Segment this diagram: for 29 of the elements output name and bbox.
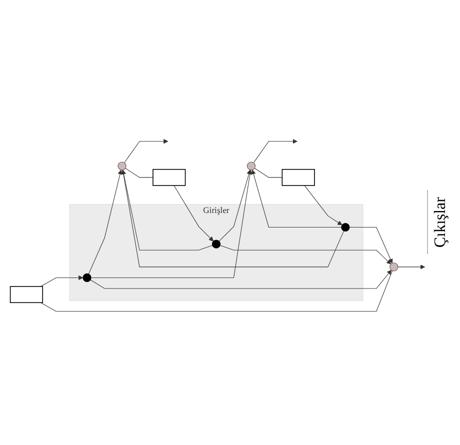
arrow <box>90 170 252 278</box>
arrow <box>88 170 122 274</box>
arrow <box>174 185 214 242</box>
connector <box>125 168 154 178</box>
cluster: Girişler <box>69 204 364 302</box>
node-circle <box>118 162 126 170</box>
node-circle <box>212 240 221 249</box>
node-box <box>152 169 186 186</box>
arrow <box>398 264 426 270</box>
output-label: Çıkışlar <box>427 191 454 254</box>
connector <box>40 270 393 312</box>
arrow <box>40 276 84 287</box>
arrow <box>349 227 393 264</box>
node-box <box>282 169 315 186</box>
arrow <box>220 245 392 265</box>
connector <box>254 168 282 178</box>
arrow <box>124 139 168 164</box>
node-circle <box>246 162 256 170</box>
arrow <box>121 170 213 251</box>
node-circle <box>390 262 398 272</box>
arrow <box>304 185 342 226</box>
node-circle <box>341 223 350 232</box>
arrow <box>121 170 344 268</box>
arrow <box>251 170 342 228</box>
node-box <box>10 286 44 304</box>
arrow <box>218 170 252 242</box>
arrow <box>90 270 392 289</box>
arrow <box>253 139 298 164</box>
node-circle <box>82 274 92 282</box>
